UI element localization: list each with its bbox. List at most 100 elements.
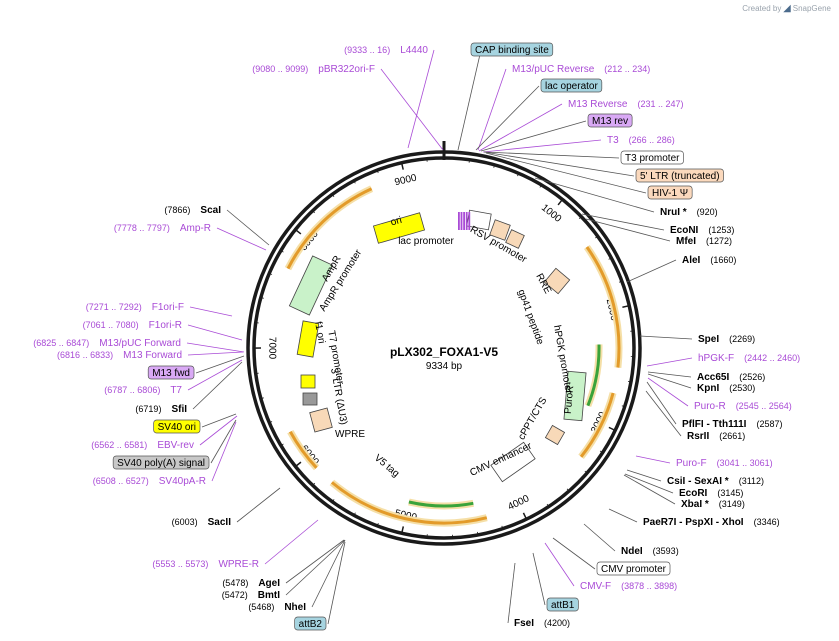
label-name: Acc65I [697,372,729,383]
label-name: CMV promoter [601,564,667,575]
label-primer[interactable]: SV40pA-R(6508 .. 6527) [93,476,206,487]
label-box-blue[interactable]: lac operator [540,78,603,93]
label-name: attB1 [551,600,575,611]
label-site[interactable]: EcoNI(1253) [670,225,734,236]
inner-label: cPPT/CTS [516,395,549,442]
label-name: SV40 ori [158,422,196,433]
label-primer[interactable]: Puro-R(2545 .. 2564) [694,401,792,412]
label-box-white[interactable]: T3 promoter [620,150,684,165]
label-site[interactable]: RsrII(2661) [687,431,745,442]
label-range: (6003) [172,517,198,527]
label-box-peach[interactable]: 5' LTR (truncated) [635,168,724,183]
label-site[interactable]: KpnI(2530) [697,383,755,394]
outer-labels-layer: L4440(9333 .. 16) CAP binding site pBR322o… [33,42,800,631]
minor-tick [353,512,356,516]
label-box [470,42,554,57]
inner-label: hPGK promoter [551,324,574,395]
label-primer[interactable]: T3(266 .. 286) [607,135,675,146]
label-box-purple[interactable]: M13 rev [587,113,633,128]
label-range: (7271 .. 7292) [86,302,142,312]
leader-line [457,49,482,151]
leader-line [581,213,665,231]
label-box-yellow[interactable]: SV40 ori [153,419,201,434]
label-box-blue[interactable]: attB1 [546,597,579,612]
label-site[interactable]: CsiI - SexAI *(3112) [667,476,764,487]
label-site[interactable]: NruI *(920) [660,207,718,218]
label-primer[interactable]: M13 Forward(6816 .. 6833) [57,350,182,361]
label-box-grey[interactable]: SV40 poly(A) signal [112,455,210,470]
label-site[interactable]: SpeI(2269) [698,334,755,345]
label-primer[interactable]: M13 Reverse(231 .. 247) [568,99,684,110]
minor-tick [539,184,542,188]
label-site[interactable]: PaeR7I - PspXI - XhoI(3346) [643,517,780,528]
label-site[interactable]: FseI(4200) [514,618,570,629]
label-site[interactable]: NdeI(3593) [621,546,679,557]
label-site[interactable]: AgeI(5478) [222,578,280,589]
label-site[interactable]: XbaI *(3149) [681,499,745,510]
leader-line [646,357,693,367]
leader-line [624,473,674,494]
label-primer[interactable]: WPRE-R(5553 .. 5573) [152,559,259,570]
label-site[interactable]: SacII(6003) [172,517,232,528]
label-primer[interactable]: Puro-F(3041 .. 3061) [676,458,773,469]
label-name: RsrII [687,431,709,442]
f1-ori-feature [296,320,320,358]
label-name: Puro-F [676,458,707,469]
leader-line [192,361,243,410]
label-primer[interactable]: CMV-F(3878 .. 3898) [580,581,677,592]
cmv-enhancer-feature [490,441,536,483]
plasmid-name: pLX302_FOXA1-V5 [390,345,498,359]
orange-feature-arc-4 [288,430,318,469]
label-primer[interactable]: L4440(9333 .. 16) [344,45,428,56]
leader-line [189,306,233,317]
label-primer[interactable]: T7(6787 .. 6806) [104,385,182,396]
leader-line [187,324,243,341]
snapgene-brand: Created by ◢ SnapGene [742,3,831,14]
label-box-blue[interactable]: CAP binding site [470,42,554,57]
label-box-white[interactable]: CMV promoter [596,561,671,576]
label-primer[interactable]: hPGK-F(2442 .. 2460) [698,353,800,364]
sv40-polya-feature [302,392,318,406]
inner-label: PuroR [563,385,576,414]
label-site[interactable]: EcoRI(3145) [679,488,743,499]
label-box-blue[interactable]: attB2 [294,616,327,631]
label-site[interactable]: AleI(1660) [682,255,736,266]
minor-tick [608,257,612,260]
tick-5000 [401,526,405,534]
label-primer[interactable]: F1ori-R(7061 .. 7080) [83,320,182,331]
inner-label: T7 promoter [325,330,345,386]
minor-tick [331,194,335,197]
label-site[interactable]: NheI(5468) [248,602,306,613]
leader-line [608,508,638,523]
label-site[interactable]: ScaI(7866) [164,205,221,216]
label-name: M13/pUC Reverse [512,64,595,75]
label-primer[interactable]: pBR322ori-F(9080 .. 9099) [252,64,375,75]
label-box [620,150,684,165]
label-site[interactable]: PflFI - Tth111I(2587) [682,419,782,430]
label-site[interactable]: SfiI(6719) [135,404,187,415]
label-site[interactable]: MfeI(1272) [676,236,732,247]
label-site[interactable]: Acc65I(2526) [697,372,765,383]
label-primer[interactable]: EBV-rev(6562 .. 6581) [91,440,194,451]
label-site[interactable]: BmtI(5472) [222,590,280,601]
leader-line [646,381,677,425]
label-primer[interactable]: M13/pUC Reverse(212 .. 234) [512,64,650,75]
leader-line [647,377,689,407]
leader-line [485,152,647,194]
leader-line [210,419,237,464]
label-primer[interactable]: F1ori-F(7271 .. 7292) [86,302,184,313]
label-box-purple[interactable]: M13 fwd [147,365,195,380]
origin-primer-mark [463,212,465,230]
inner-label: f1 ori [312,321,327,345]
ltr3-feature [309,407,333,433]
minor-tick [477,531,479,536]
leader-line [623,474,676,505]
tick-4000 [522,512,528,520]
label-primer[interactable]: M13/pUC Forward(6825 .. 6847) [33,338,181,349]
minor-tick [599,450,603,453]
inner-label: lac promoter [398,236,454,247]
label-box-peach[interactable]: HIV-1 Ψ [647,185,693,200]
label-primer[interactable]: Amp-R(7778 .. 7797) [114,223,211,234]
label-range: (266 .. 286) [629,135,675,145]
label-name: CsiI - SexAI * [667,476,729,487]
